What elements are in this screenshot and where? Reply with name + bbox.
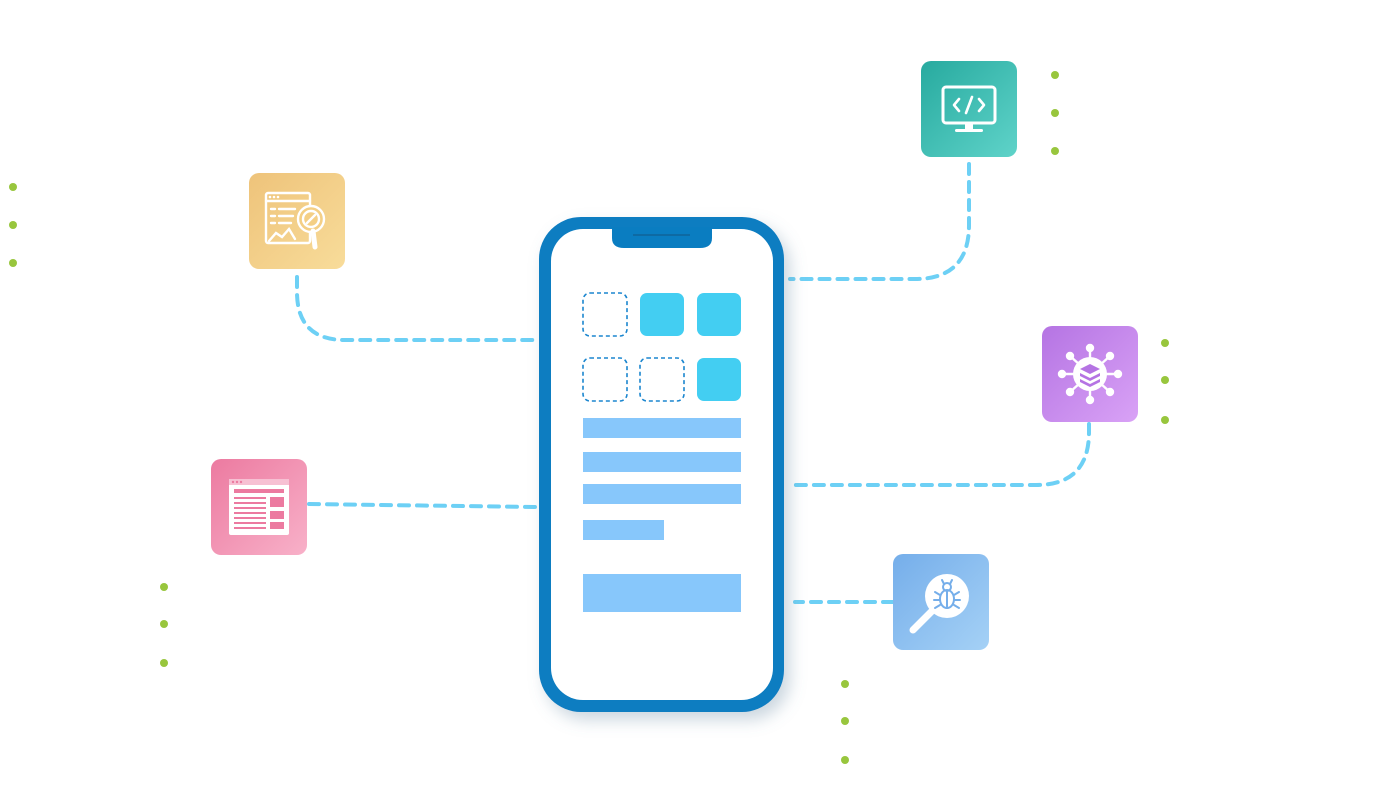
dots-top-right bbox=[1051, 71, 1059, 155]
dots-far-left bbox=[9, 183, 17, 267]
analytics-node[interactable] bbox=[249, 173, 345, 269]
phone-notch bbox=[612, 227, 712, 248]
connector-web-layout bbox=[307, 502, 537, 509]
content-bar bbox=[583, 452, 741, 472]
dots-bottom-left bbox=[160, 583, 168, 667]
connector-lines bbox=[295, 162, 1091, 604]
web-layout-icon bbox=[229, 479, 289, 535]
app-cell-empty bbox=[639, 357, 685, 402]
action-block bbox=[583, 574, 741, 612]
app-cell-empty bbox=[582, 357, 628, 402]
code-monitor-icon bbox=[941, 85, 997, 132]
content-bar bbox=[583, 418, 741, 438]
app-cell-empty bbox=[582, 292, 628, 337]
app-cell-filled bbox=[697, 358, 741, 401]
content-bars bbox=[583, 418, 741, 612]
connector-development bbox=[788, 162, 971, 281]
app-cell-filled bbox=[640, 293, 684, 336]
connector-integration bbox=[793, 422, 1091, 487]
testing-node[interactable] bbox=[893, 554, 989, 650]
app-grid bbox=[582, 292, 741, 402]
analytics-search-icon bbox=[264, 191, 326, 250]
content-bar-short bbox=[583, 520, 664, 540]
development-node[interactable] bbox=[921, 61, 1017, 157]
dots-bottom-center bbox=[841, 680, 849, 764]
decorative-dots bbox=[9, 71, 1169, 764]
content-bar bbox=[583, 484, 741, 504]
integration-node[interactable] bbox=[1042, 326, 1138, 422]
connector-analytics bbox=[295, 275, 537, 342]
web-layout-node[interactable] bbox=[211, 459, 307, 555]
bug-search-icon bbox=[909, 574, 969, 634]
app-cell-filled bbox=[697, 293, 741, 336]
layers-network-icon bbox=[1057, 343, 1123, 405]
dots-right bbox=[1161, 339, 1169, 424]
smartphone bbox=[539, 217, 784, 712]
